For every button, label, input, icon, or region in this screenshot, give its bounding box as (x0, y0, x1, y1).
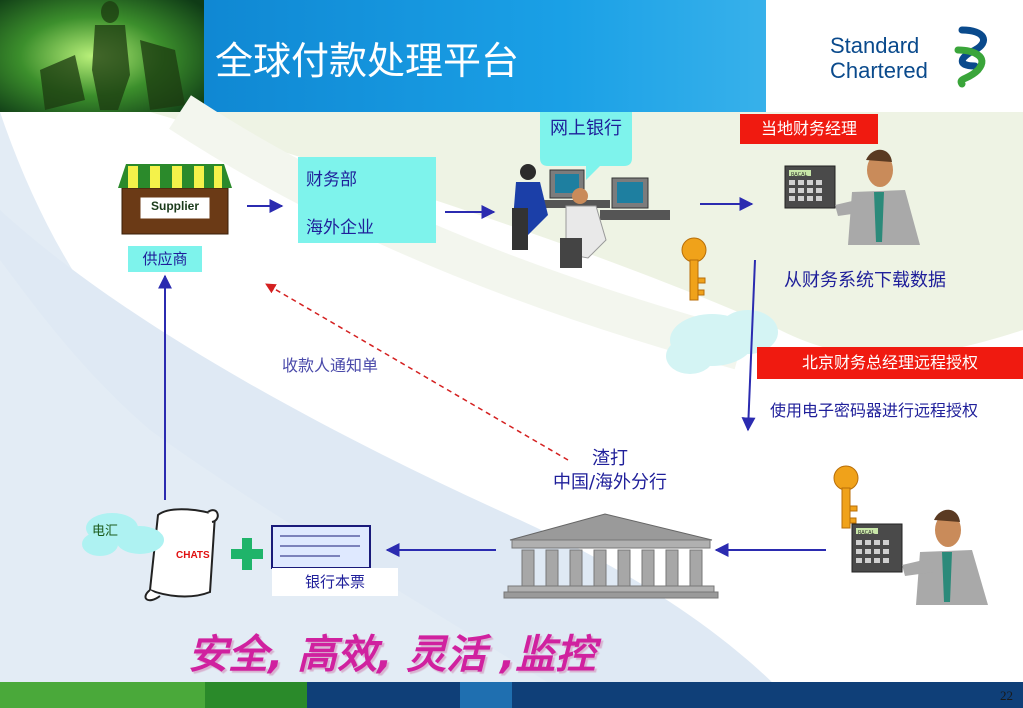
local-manager-figure (784, 149, 920, 245)
supplier-label: 供应商 (128, 246, 202, 272)
supplier-shop-icon (118, 164, 232, 235)
overseas-company-label: 海外企业 (306, 218, 374, 238)
finance-dept-box: 财务部 海外企业 (298, 157, 436, 243)
local-manager-label: 当地财务经理 (740, 114, 878, 144)
bank-building-icon (503, 513, 719, 599)
bank-name: 渣打 (592, 448, 628, 469)
page-number: 22 (1000, 688, 1013, 703)
bank-draft-icon (271, 525, 371, 569)
bank-branch: 中国/海外分行 (552, 472, 668, 493)
footer-bar (0, 682, 1023, 708)
finance-dept-label: 财务部 (306, 170, 357, 190)
brand-line-1: Standard (830, 33, 920, 58)
bank-label: 渣打 中国/海外分行 (530, 447, 690, 495)
payee-notice-label: 收款人通知单 (282, 356, 379, 375)
wire-scroll-icon (144, 508, 219, 602)
page-title: 全球付款处理平台 (215, 39, 520, 83)
supplier-sign: Supplier (150, 199, 199, 213)
wire-transfer-label: 电汇 (92, 524, 119, 539)
brand-line-2: Chartered (830, 58, 928, 83)
brand-logo-text: Standard Chartered (830, 33, 928, 83)
slogan: 安全, 高效, 灵活 ,监控 (188, 632, 596, 678)
calculator-brand: RACAL (791, 172, 808, 178)
security-key-icon-2 (833, 465, 859, 529)
cloud-right (666, 310, 778, 374)
standard-chartered-logo-mark (954, 26, 987, 88)
calculator-brand-2: RACAL (858, 530, 875, 536)
token-auth-label: 使用电子密码器进行远程授权 (769, 401, 978, 420)
security-key-icon (681, 237, 707, 301)
online-banking-workers-icon (512, 164, 670, 268)
online-banking-bubble (540, 112, 632, 180)
beijing-manager-label: 北京财务总经理远程授权 (757, 347, 1023, 379)
beijing-manager-figure (851, 509, 988, 605)
photo-figures (40, 1, 185, 110)
bank-draft-label: 银行本票 (272, 568, 398, 596)
plus-icon (231, 538, 263, 570)
download-data-label: 从财务系统下载数据 (784, 270, 946, 291)
chats-label: CHATS (176, 550, 210, 561)
wire-cloud (82, 513, 164, 556)
arrow-payee-notice (265, 283, 569, 461)
online-banking-label: 网上银行 (550, 118, 622, 139)
arrow-manager-to-beijing (741, 259, 756, 432)
